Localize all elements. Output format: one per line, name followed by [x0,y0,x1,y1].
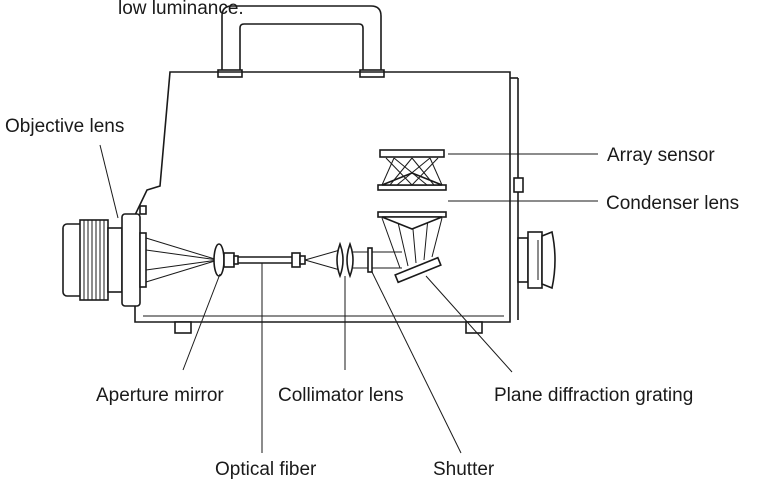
leader-lines [99,144,598,454]
instrument-housing [134,71,524,334]
plane-diffraction-grating [394,256,442,284]
eyepiece [517,230,556,290]
label-plane-diffraction-grating: Plane diffraction grating [494,385,693,406]
condenser-lens [377,172,447,230]
light-cone-fiber [304,249,341,271]
label-objective-lens: Objective lens [5,116,124,137]
optical-fiber [238,252,306,268]
aperture-mirror [213,243,239,277]
collimator-lens [336,241,354,279]
label-aperture-mirror: Aperture mirror [96,385,224,406]
carrying-handle [217,5,385,78]
array-sensor [379,149,445,158]
light-cone-objective [145,237,219,283]
objective-lens-assembly [62,205,147,307]
label-collimator-lens: Collimator lens [278,385,404,406]
collimated-beam [352,251,402,269]
label-array-sensor: Array sensor [607,145,715,166]
label-condenser-lens: Condenser lens [606,193,739,214]
shutter [367,247,373,273]
caption-text: low luminance. [118,0,244,19]
focused-rays [381,157,443,186]
label-optical-fiber: Optical fiber [215,459,317,480]
label-shutter: Shutter [433,459,495,480]
